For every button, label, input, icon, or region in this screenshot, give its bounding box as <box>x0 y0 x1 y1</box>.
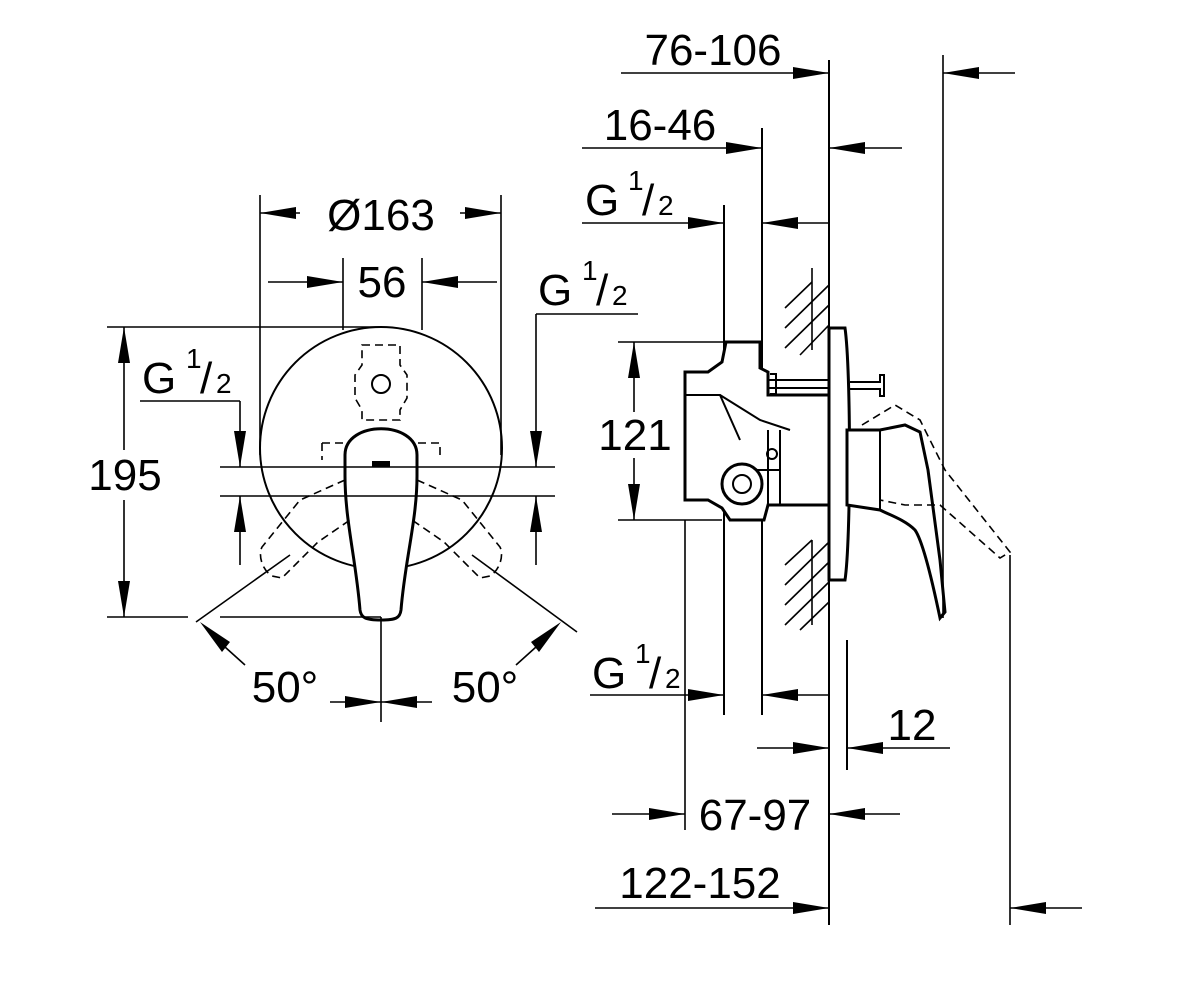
arrowhead <box>943 67 979 79</box>
spindle <box>768 373 835 395</box>
arrowhead <box>847 742 883 754</box>
arrowhead <box>762 689 798 701</box>
rotated-lever-side <box>861 404 1012 559</box>
thread-label-right: G 1 / 2 <box>538 255 628 315</box>
arrowhead <box>628 484 640 520</box>
angle-line-right <box>471 554 578 633</box>
svg-text:2: 2 <box>216 368 232 399</box>
arrowhead <box>762 217 798 229</box>
svg-text:1: 1 <box>628 165 644 196</box>
lever-handle <box>343 427 419 622</box>
check-valve <box>766 448 778 460</box>
svg-text:G: G <box>538 266 572 315</box>
svg-text:1: 1 <box>186 343 202 374</box>
arrowhead <box>118 327 130 363</box>
svg-text:/: / <box>596 266 609 315</box>
lever-side <box>845 423 947 622</box>
arrowhead <box>793 67 829 79</box>
dim-offset-12: 12 <box>888 701 937 750</box>
dim-height-121: 121 <box>598 411 671 460</box>
dim-depth-16-46: 16-46 <box>604 101 717 150</box>
rotated-handle-right <box>411 479 503 579</box>
indicator-mark <box>372 461 390 467</box>
outlet-fitting-inner <box>732 474 752 494</box>
rotated-handle-left <box>259 479 351 579</box>
arrowhead <box>793 902 829 914</box>
arrowhead <box>307 276 343 288</box>
side-view: 76-106 16-46 G 1 / 2 121 <box>582 26 1082 925</box>
svg-text:/: / <box>649 649 662 698</box>
svg-text:/: / <box>200 354 213 403</box>
arrowhead <box>200 622 230 652</box>
stop-valve <box>850 374 885 397</box>
cartridge-outline <box>354 344 408 421</box>
arrowhead <box>829 808 865 820</box>
cartridge-screw <box>371 374 391 394</box>
arrowhead <box>531 622 561 652</box>
arrowhead <box>234 496 246 532</box>
arrowhead <box>530 431 542 467</box>
outlet-fitting <box>720 462 764 506</box>
arrowhead <box>793 742 829 754</box>
svg-text:G: G <box>142 354 176 403</box>
arrowhead <box>829 142 865 154</box>
svg-text:1: 1 <box>582 255 598 286</box>
arrowhead <box>234 431 246 467</box>
thread-label-top: G 1 / 2 <box>585 165 674 225</box>
dim-width-56: 56 <box>358 258 407 307</box>
arrowhead <box>381 696 417 708</box>
svg-text:2: 2 <box>612 280 628 311</box>
angle-dim-left <box>224 646 246 666</box>
front-view: Ø163 56 195 G 1 / 2 <box>88 191 638 722</box>
angle-dim-right <box>515 646 537 666</box>
svg-text:1: 1 <box>635 638 651 669</box>
arrowhead <box>118 581 130 617</box>
svg-text:2: 2 <box>658 190 674 221</box>
svg-text:G: G <box>592 649 626 698</box>
angle-label-left: 50° <box>252 663 319 712</box>
dim-diameter-163: Ø163 <box>327 191 435 240</box>
arrowhead <box>688 689 724 701</box>
arrowhead <box>649 808 685 820</box>
arrowhead <box>530 496 542 532</box>
thread-label-bottom: G 1 / 2 <box>592 638 681 698</box>
arrowhead <box>422 276 458 288</box>
arrowhead <box>726 142 762 154</box>
arrowhead <box>465 207 501 219</box>
arrowhead <box>345 696 381 708</box>
arrowhead <box>260 207 296 219</box>
dim-depth-122-152: 122-152 <box>619 859 780 908</box>
valve-body-detail <box>685 394 791 505</box>
dim-height-195: 195 <box>88 451 161 500</box>
arrowhead <box>1010 902 1046 914</box>
svg-text:G: G <box>585 176 619 225</box>
angle-line-left <box>195 554 291 623</box>
angle-label-right: 50° <box>452 663 519 712</box>
arrowhead <box>628 342 640 378</box>
svg-text:2: 2 <box>665 663 681 694</box>
dim-depth-67-97: 67-97 <box>699 791 812 840</box>
dim-depth-76-106: 76-106 <box>644 26 781 75</box>
svg-text:/: / <box>642 176 655 225</box>
arrowhead <box>688 217 724 229</box>
thread-label-left: G 1 / 2 <box>142 343 232 403</box>
